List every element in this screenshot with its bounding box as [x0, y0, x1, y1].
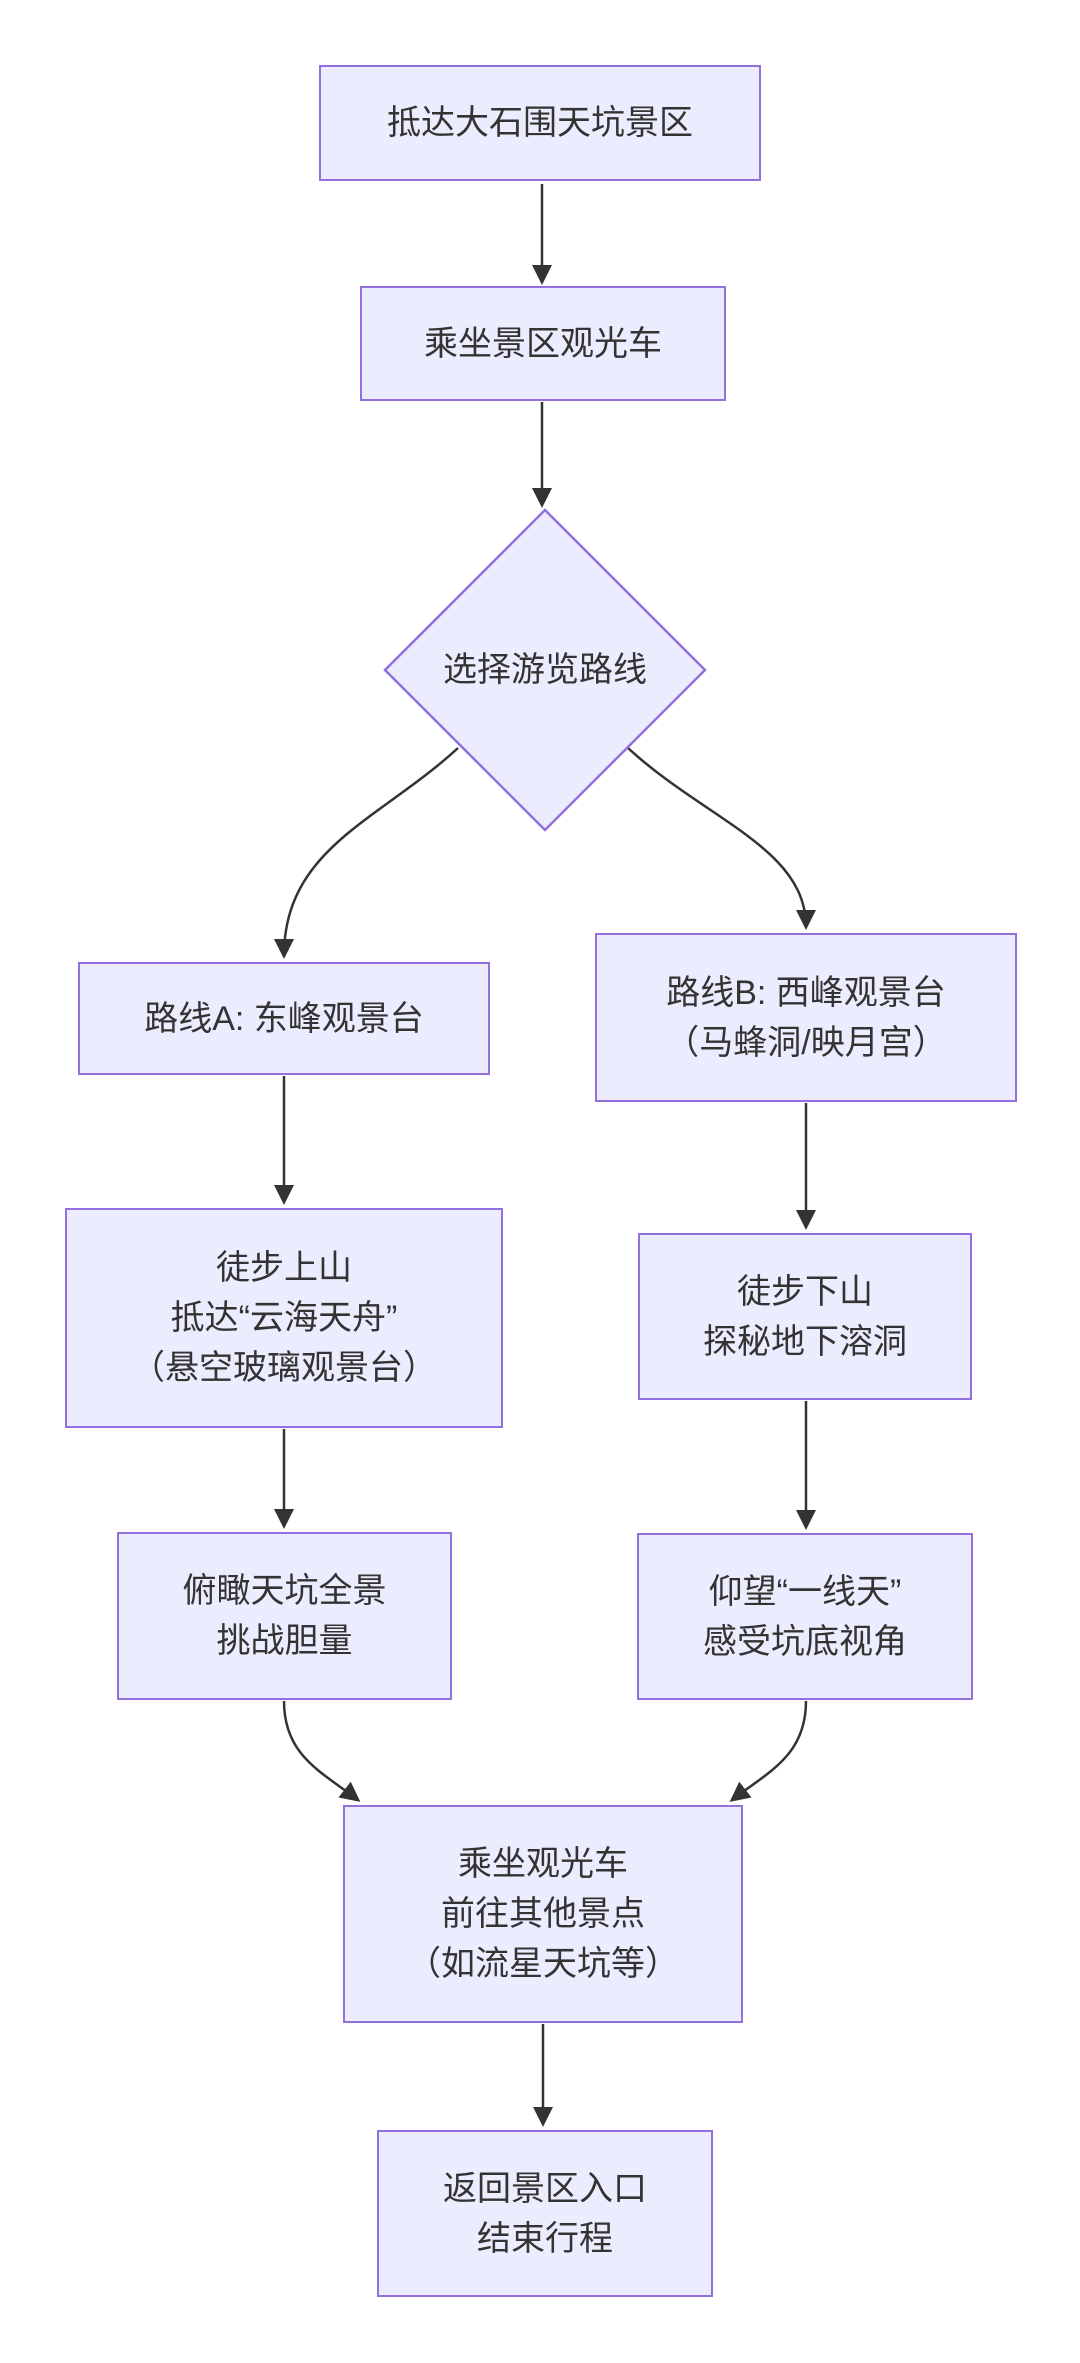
node-other-spots: 乘坐观光车 前往其他景点 （如流星天坑等）	[343, 1805, 743, 2023]
node-look-up: 仰望“一线天” 感受坑底视角	[637, 1533, 973, 1700]
node-route-b: 路线B: 西峰观景台 （马蜂洞/映月宫）	[595, 933, 1017, 1102]
node-overlook: 俯瞰天坑全景 挑战胆量	[117, 1532, 452, 1700]
decision-diamond-shape	[383, 508, 707, 832]
node-end: 返回景区入口 结束行程	[377, 2130, 713, 2297]
node-route-a: 路线A: 东峰观景台	[78, 962, 490, 1075]
node-start: 抵达大石围天坑景区	[319, 65, 761, 181]
node-hike-up: 徒步上山 抵达“云海天舟” （悬空玻璃观景台）	[65, 1208, 503, 1428]
node-decision-label: 选择游览路线	[443, 651, 647, 689]
node-shuttle: 乘坐景区观光车	[360, 286, 726, 401]
edge-decision-route-a	[274, 747, 459, 959]
edge-overlook-other-spots	[282, 1700, 361, 1802]
edge-look-up-other-spots	[729, 1700, 808, 1802]
edge-decision-route-b	[627, 747, 816, 930]
node-hike-down: 徒步下山 探秘地下溶洞	[638, 1233, 972, 1400]
